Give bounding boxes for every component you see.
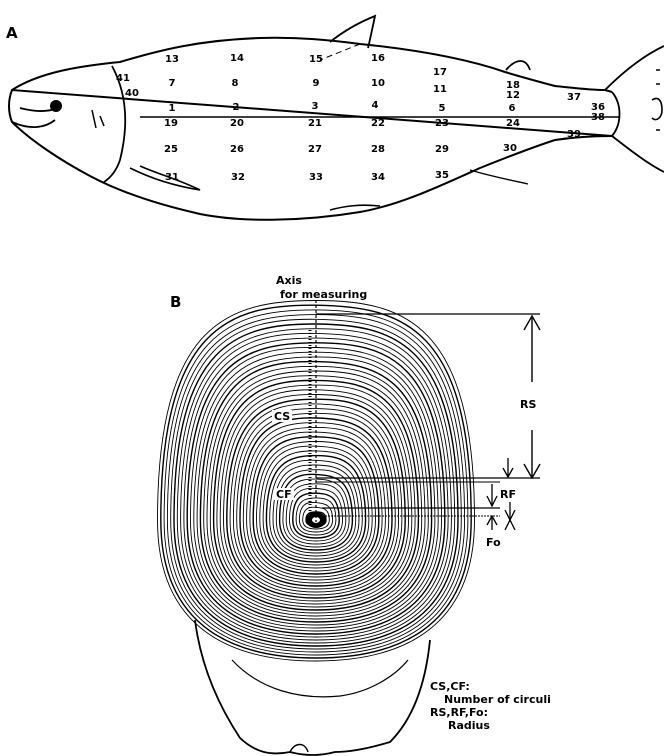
region-number: 25 [164,144,178,155]
region-numbers: 1234567891011121314151617181920212223242… [116,53,605,183]
region-number: 37 [567,92,581,103]
panel-a: A [6,16,664,220]
legend-rs-rf-fo: RS,RF,Fo: [430,706,488,719]
region-number: 16 [371,53,385,64]
region-number: 28 [371,144,385,155]
cs-label: CS [274,410,290,423]
region-number: 35 [435,170,449,181]
region-number: 27 [308,144,322,155]
region-number: 17 [433,67,447,78]
legend-number-of-circuli: Number of circuli [444,693,551,706]
rs-dimension [524,316,540,478]
gill-marks [92,110,104,128]
region-number: 23 [435,118,449,129]
fo-label: Fo [486,536,501,549]
rs-inner-arrow [503,458,513,477]
region-number: 10 [371,78,385,89]
fish-eye [50,100,62,112]
rf-label: RF [500,488,516,501]
region-number: 5 [439,103,446,114]
axis-title: Axis [276,274,302,287]
cf-label: CF [276,488,292,501]
region-number: 21 [308,118,322,129]
region-number: 22 [371,118,385,129]
region-number: 40 [125,88,139,99]
region-number: 7 [169,78,176,89]
region-number: 6 [509,103,516,114]
panel-a-label: A [6,24,18,42]
region-number: 31 [165,172,179,183]
region-number: 33 [309,172,323,183]
circulus-ring [250,432,382,577]
region-number: 32 [231,172,245,183]
legend-cs-cf: CS,CF: [430,680,470,693]
axis-subtitle: for measuring [280,288,367,301]
rs-label: RS [520,398,536,411]
caudal-fin [605,46,664,172]
region-number: 26 [230,144,244,155]
region-number: 24 [506,118,520,129]
region-number: 9 [313,78,320,89]
region-number: 1 [169,103,176,114]
cropped-edge-marks [652,70,662,130]
region-number: 30 [503,143,517,154]
region-number: 34 [371,172,385,183]
region-number: 11 [433,84,447,95]
panel-b-label: B [170,293,181,311]
region-number: 4 [372,100,379,111]
region-number: 20 [230,118,244,129]
anal-fin [470,170,528,184]
region-number: 29 [435,144,449,155]
scale-base-arc [232,660,408,697]
region-number: 41 [116,73,130,84]
region-number: 8 [232,78,239,89]
region-number: 2 [233,102,240,113]
region-number: 12 [506,90,520,101]
panel-b: B Axis for measuring RS [158,274,551,755]
region-number: 39 [567,129,581,140]
region-number: 15 [309,54,323,65]
scale-base-notch [290,745,308,753]
region-number: 19 [164,118,178,129]
fish-mouth [12,108,58,127]
adipose-fin [506,61,530,70]
region-number: 38 [591,112,605,123]
region-number: 14 [230,53,244,64]
region-number: 3 [312,101,319,112]
region-number: 18 [506,80,520,91]
legend-radius: Radius [448,719,490,732]
dorsal-fin-base [320,44,360,60]
rf-dimension [487,484,497,506]
region-number: 13 [165,54,179,65]
